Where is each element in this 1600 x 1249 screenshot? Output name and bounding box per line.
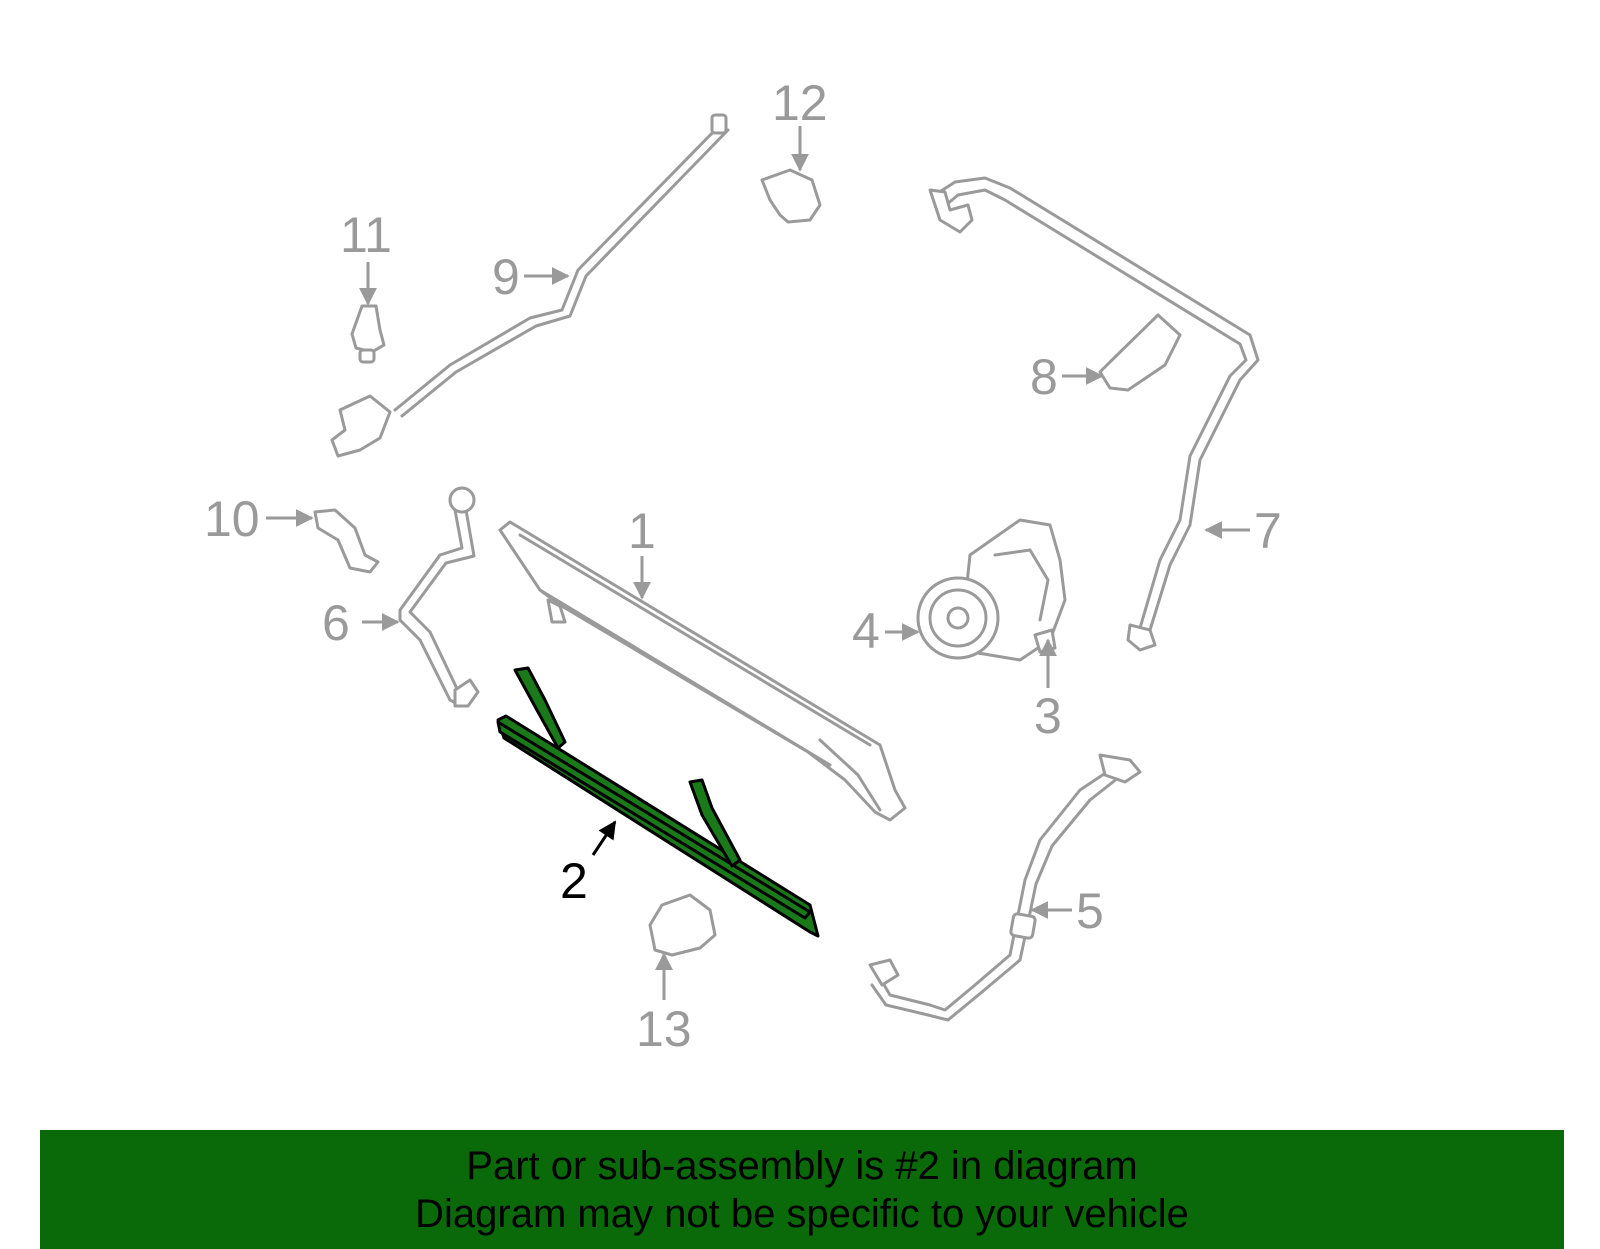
callout-8: 8: [1030, 349, 1058, 405]
part-10-bracket: [313, 508, 380, 574]
callout-13: 13: [636, 1001, 692, 1057]
callout-10: 10: [204, 491, 260, 547]
banner-line-2: Diagram may not be specific to your vehi…: [415, 1192, 1189, 1236]
callout-3: 3: [1034, 688, 1062, 744]
part-7-discharge-hose: [928, 176, 1260, 652]
callout-1: 1: [628, 503, 656, 559]
part-2-shroud-highlighted: [496, 666, 820, 938]
part-5-suction-hose: [868, 753, 1142, 1022]
banner-line-1: Part or sub-assembly is #2 in diagram: [466, 1144, 1138, 1188]
callout-7: 7: [1254, 503, 1282, 559]
part-11-pressure-switch: [350, 304, 386, 364]
part-8-bracket: [1098, 313, 1182, 392]
part-13-bracket: [648, 893, 717, 957]
part-12-bracket: [760, 168, 822, 224]
callout-6: 6: [322, 595, 350, 651]
callout-12: 12: [772, 75, 828, 131]
part-1-condenser: [498, 520, 907, 822]
callout-9: 9: [492, 249, 520, 305]
callout-11: 11: [340, 207, 392, 263]
part-9-ac-line: [330, 113, 730, 458]
part-6-liquid-line: [398, 486, 480, 708]
info-banner: Part or sub-assembly is #2 in diagram Di…: [40, 1130, 1564, 1249]
callout-labels: 1 2 3 4 5 6 7 8 9 10 11 12 13: [204, 75, 1282, 1057]
callout-2: 2: [560, 853, 588, 909]
callout-leaders: [266, 126, 1250, 1000]
callout-4: 4: [852, 603, 880, 659]
part-4-compressor: [916, 518, 1067, 662]
callout-5: 5: [1076, 883, 1104, 939]
